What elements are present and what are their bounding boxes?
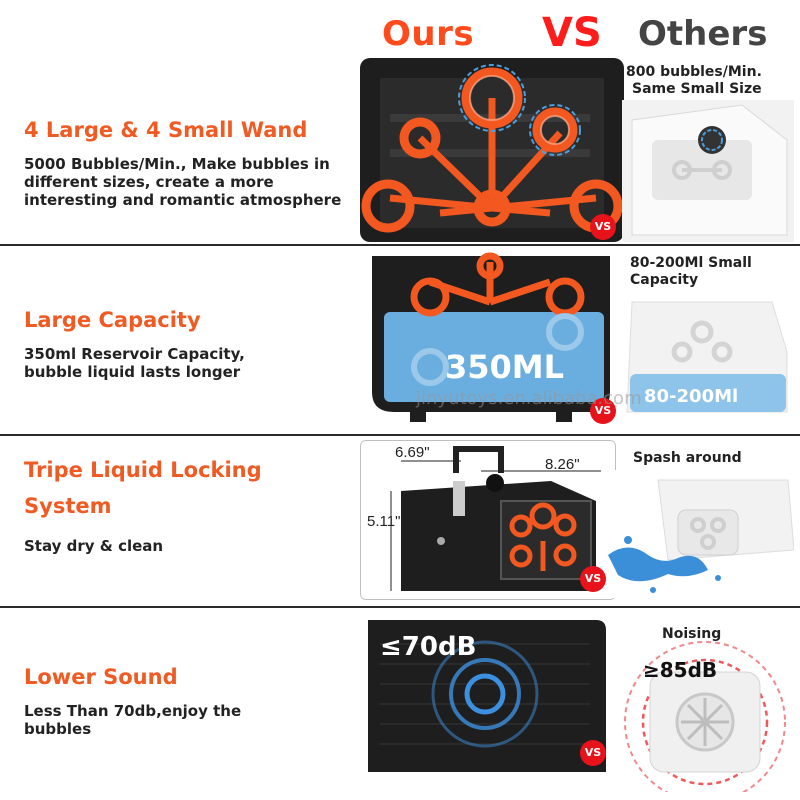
row1-other-label-line1: 800 bubbles/Min.: [626, 64, 762, 80]
header-others: Others: [638, 14, 768, 54]
row4-title: Lower Sound: [24, 665, 178, 689]
row1-desc-line1: 5000 Bubbles/Min., Make bubbles in: [24, 155, 330, 173]
ours-capacity-overlay: 350ML: [445, 348, 565, 386]
vs-badge: VS: [580, 566, 606, 592]
others-capacity-image: [622, 292, 794, 426]
row1-title: 4 Large & 4 Small Wand: [24, 118, 308, 142]
dimension-height-label: 5.11": [367, 513, 401, 530]
vs-badge: VS: [580, 740, 606, 766]
dimension-depth-label: 6.69": [395, 444, 430, 461]
row3-desc: Stay dry & clean: [24, 537, 164, 555]
ours-capacity-image: [360, 252, 624, 424]
ours-machine-dimension-image: [360, 440, 616, 600]
row1-desc-line3: interesting and romantic atmosphere: [24, 191, 342, 209]
row-divider: [0, 244, 800, 246]
row2-desc-line1: 350ml Reservoir Capacity,: [24, 345, 245, 363]
row3-title-line1: Tripe Liquid Locking: [24, 458, 262, 482]
row3-other-label: Spash around: [633, 450, 742, 466]
vs-badge: VS: [590, 214, 616, 240]
others-wand-image: [622, 100, 794, 242]
dimension-width-label: 8.26": [545, 456, 580, 473]
others-db-overlay: ≥85dB: [643, 658, 718, 682]
row4-other-label: Noising: [662, 626, 722, 642]
header-vs: VS: [542, 10, 602, 56]
row2-other-label-line1: 80-200Ml Small: [630, 255, 752, 271]
row-divider: [0, 606, 800, 608]
row3-title-line2: System: [24, 494, 112, 518]
header-ours: Ours: [382, 14, 475, 54]
ours-db-overlay: ≤70dB: [380, 632, 477, 662]
ours-wand-image: [360, 58, 624, 242]
row1-desc-line2: different sizes, create a more: [24, 173, 274, 191]
row4-desc-line1: Less Than 70db,enjoy the: [24, 702, 242, 720]
others-sound-image: [610, 612, 800, 792]
comparison-header: Ours VS Others: [360, 10, 800, 58]
row2-title: Large Capacity: [24, 308, 201, 332]
row4-desc-line2: bubbles: [24, 720, 92, 738]
row1-other-label-line2: Same Small Size: [632, 81, 762, 97]
vs-badge: VS: [590, 398, 616, 424]
others-splash-image: [608, 470, 794, 598]
others-capacity-overlay: 80-200Ml: [644, 386, 739, 407]
row2-other-label-line2: Capacity: [630, 272, 699, 288]
watermark: jinyutoys.en.alibaba.com: [416, 388, 642, 409]
ours-sound-image: [360, 614, 610, 778]
row2-desc-line2: bubble liquid lasts longer: [24, 363, 241, 381]
row-divider: [0, 434, 800, 436]
